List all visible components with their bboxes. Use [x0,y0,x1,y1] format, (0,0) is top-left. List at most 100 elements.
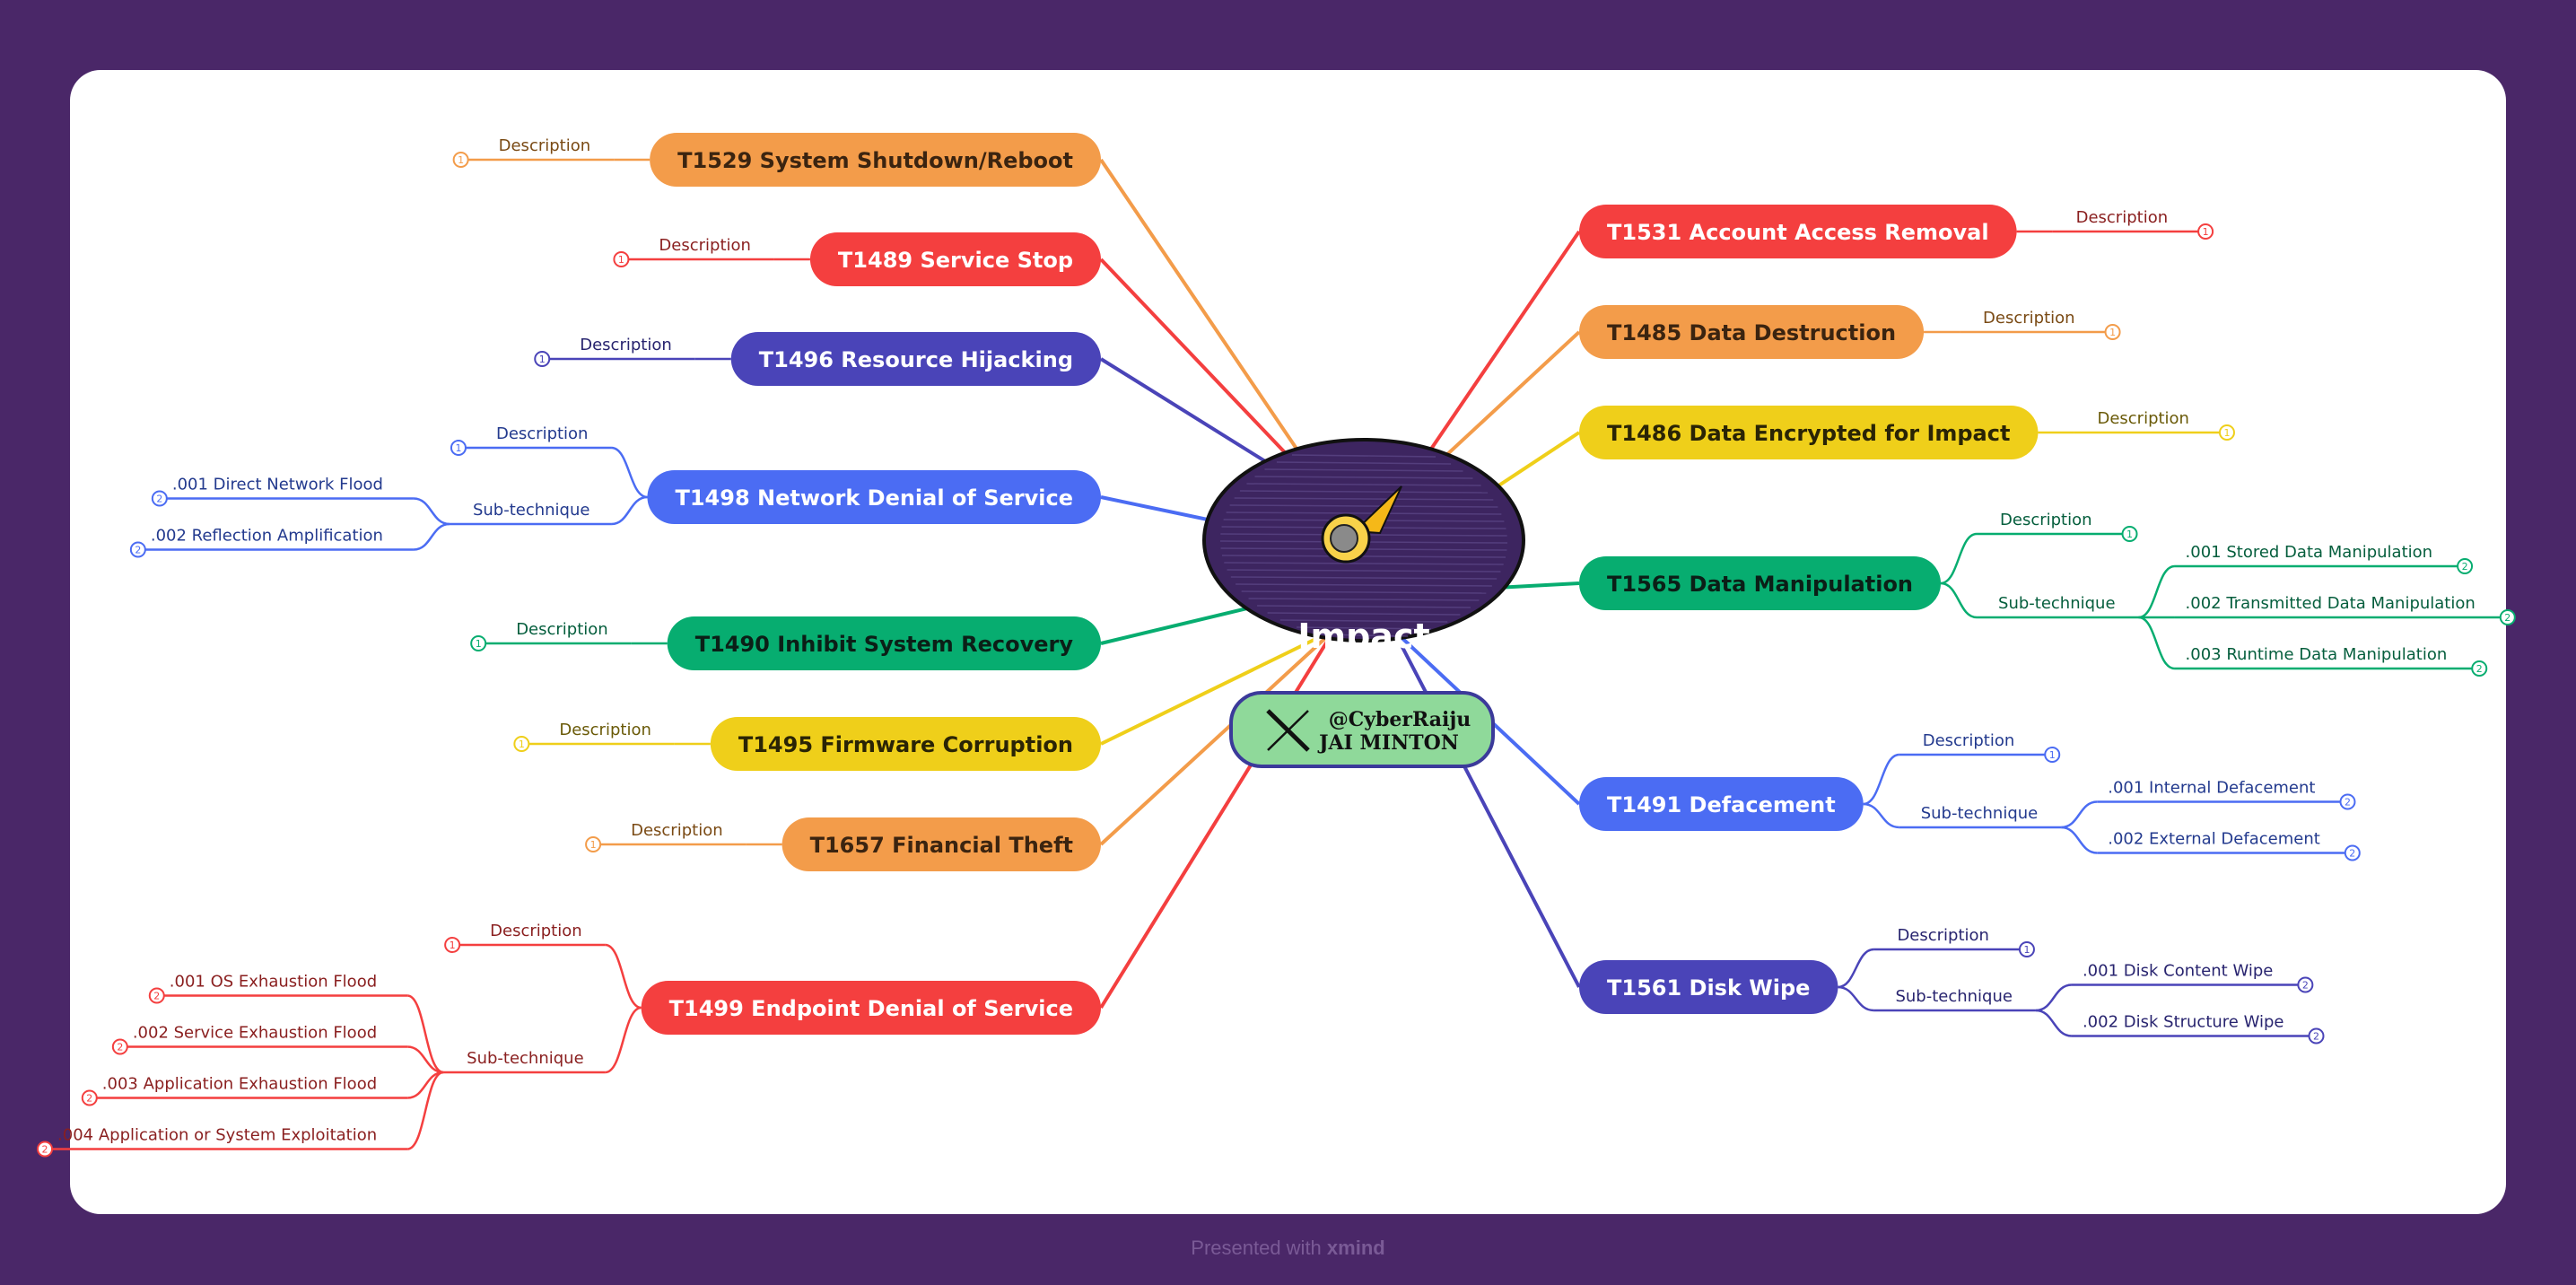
texture-stroke [1234,497,1494,501]
topic-pill[interactable] [1579,205,2017,258]
central-title: Impact [1297,616,1429,656]
topic-pill[interactable] [667,616,1101,670]
topic-t1561[interactable]: T1561 Disk Wipe [1579,960,1838,1014]
connector-t1498-desc [611,446,648,499]
topic-t1485[interactable]: T1485 Data Destruction [1579,305,1925,359]
texture-stroke [1236,583,1492,587]
connector-t1491-sub [1863,802,1899,829]
badge-number: 1 [455,442,461,454]
topic-pill[interactable] [650,133,1101,187]
topic-t1529[interactable]: T1529 System Shutdown/Reboot [650,133,1101,187]
topic-pill[interactable] [1579,777,1864,831]
topic-t1496[interactable]: T1496 Resource Hijacking [730,332,1101,386]
t1491-subtechnique-item[interactable]: .002 External Defacement [2108,830,2320,849]
texture-stroke [1319,634,1409,637]
t1498-subtechnique-badge: 2 [129,541,146,558]
connector-t1561 [1392,629,1581,988]
handle-pill[interactable] [1229,691,1495,768]
t1485-description-label[interactable]: Description [1983,309,2075,328]
t1499-subtechnique-item[interactable]: .001 OS Exhaustion Flood [170,973,377,992]
topic-pill[interactable] [730,332,1101,386]
t1561-subtechnique-badge: 2 [2308,1027,2325,1045]
badge-number: 1 [2223,427,2230,439]
t1495-description-label[interactable]: Description [559,721,651,739]
t1499-subtechnique-item[interactable]: .002 Service Exhaustion Flood [133,1024,377,1043]
connector-t1561-desc [1838,948,1874,989]
t1561-subtechnique-label[interactable]: Sub-technique [1895,987,2013,1006]
t1490-description-label[interactable]: Description [516,620,608,639]
t1529-description-badge: 1 [452,152,469,168]
topic-pill[interactable] [1579,960,1838,1014]
texture-stroke [1291,454,1436,458]
t1498-subtechnique-item[interactable]: .001 Direct Network Flood [172,476,383,494]
texture-stroke [1276,461,1452,465]
topic-pill[interactable] [710,717,1101,771]
badge-number: 2 [2476,663,2483,675]
connector-t1565-leaf [2138,616,2175,670]
topic-label: T1489 Service Stop [838,248,1073,273]
t1499-subtechnique-label[interactable]: Sub-technique [467,1049,584,1068]
t1491-description-badge: 1 [2044,747,2061,763]
topic-t1531[interactable]: T1531 Account Access Removal [1579,205,2017,258]
texture-stroke [1226,511,1502,515]
topic-pill[interactable] [647,470,1101,524]
badge-number: 2 [2504,612,2511,624]
t1489-description-label[interactable]: Description [659,236,751,255]
t1499-description-label[interactable]: Description [490,922,582,940]
topic-t1495[interactable]: T1495 Firmware Corruption [710,717,1101,771]
topic-t1491[interactable]: T1491 Defacement [1579,777,1864,831]
connector-t1657 [1099,628,1336,846]
t1565-subtechnique-item[interactable]: .003 Runtime Data Manipulation [2186,645,2448,664]
topic-t1565[interactable]: T1565 Data Manipulation [1579,556,1942,610]
t1565-subtechnique-item[interactable]: .002 Transmitted Data Manipulation [2186,594,2476,613]
badge-number: 1 [2203,226,2209,238]
texture-stroke [1264,468,1463,472]
t1561-subtechnique-item[interactable]: .001 Disk Content Wipe [2083,962,2273,981]
t1495-description-badge: 1 [513,736,530,752]
t1561-description-label[interactable]: Description [1897,926,1989,945]
connector-t1499-desc [605,943,642,1010]
t1499-subtechnique-item[interactable]: .003 Application Exhaustion Flood [102,1075,377,1094]
t1491-description-label[interactable]: Description [1923,731,2015,750]
t1491-subtechnique-label[interactable]: Sub-technique [1921,804,2039,823]
t1496-description-label[interactable]: Description [580,336,672,354]
badge-number: 1 [2049,749,2056,761]
topic-t1486[interactable]: T1486 Data Encrypted for Impact [1579,406,2039,459]
topic-pill[interactable] [1579,305,1925,359]
topic-pill[interactable] [1579,556,1942,610]
t1561-description-badge: 1 [2018,941,2035,957]
t1657-description-label[interactable]: Description [631,821,723,840]
topic-pill[interactable] [641,981,1101,1035]
topic-t1498[interactable]: T1498 Network Denial of Service [647,470,1101,524]
t1498-subtechnique-label[interactable]: Sub-technique [473,501,590,520]
topic-t1499[interactable]: T1499 Endpoint Denial of Service [641,981,1101,1035]
t1490-description-badge: 1 [470,635,487,651]
topic-t1657[interactable]: T1657 Financial Theft [782,817,1101,871]
t1499-subtechnique-item[interactable]: .004 Application or System Exploitation [57,1126,377,1145]
t1529-description-label[interactable]: Description [499,136,591,155]
badge-number: 2 [2345,797,2351,809]
topic-pill[interactable] [782,817,1101,871]
topic-pill[interactable] [1579,406,2039,459]
t1565-description-label[interactable]: Description [2000,511,2092,529]
t1486-description-label[interactable]: Description [2097,409,2189,428]
topic-label: T1498 Network Denial of Service [675,485,1073,511]
t1565-subtechnique-item[interactable]: .001 Stored Data Manipulation [2186,543,2433,562]
texture-stroke [1224,562,1504,565]
topic-pill[interactable] [809,232,1101,286]
texture-stroke [1297,626,1431,630]
topic-t1489[interactable]: T1489 Service Stop [809,232,1101,286]
t1561-subtechnique-item[interactable]: .002 Disk Structure Wipe [2083,1013,2284,1032]
texture-stroke [1248,598,1480,601]
t1531-description-label[interactable]: Description [2076,208,2169,227]
badge-number: 1 [590,839,597,851]
t1498-description-label[interactable]: Description [496,424,589,443]
t1565-subtechnique-label[interactable]: Sub-technique [1998,594,2116,613]
topic-t1490[interactable]: T1490 Inhibit System Recovery [667,616,1101,670]
t1498-subtechnique-item[interactable]: .002 Reflection Amplification [151,527,383,546]
t1491-subtechnique-item[interactable]: .001 Internal Defacement [2108,779,2315,798]
badge-number: 1 [618,254,624,266]
central-topic[interactable]: Impact [1202,438,1525,656]
